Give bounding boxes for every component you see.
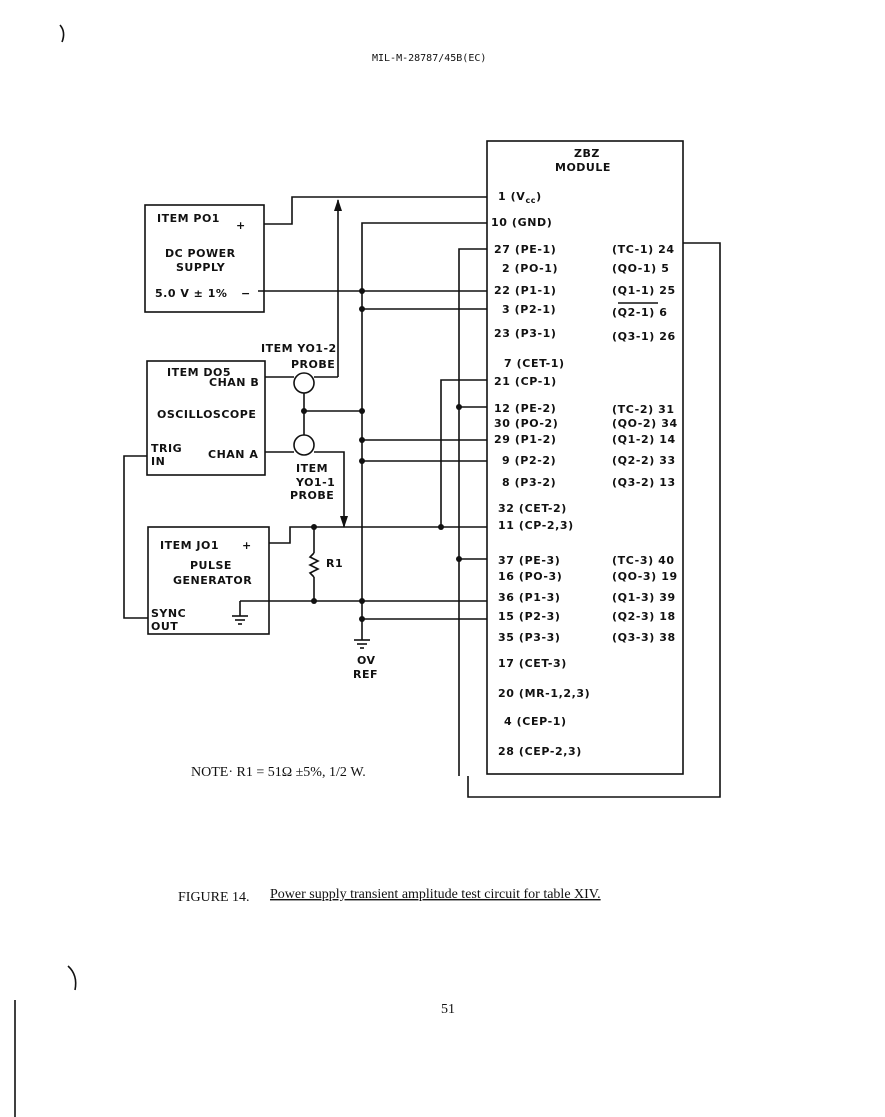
pin-label-left: 20 (MR-1,2,3) xyxy=(498,687,590,700)
pin-gnd: 10 (GND) xyxy=(491,216,552,229)
power-supply-line2: SUPPLY xyxy=(176,261,226,274)
dc-power-supply-box xyxy=(144,204,265,313)
pin-label-left: 36 (P1-3) xyxy=(498,591,561,604)
scan-mark xyxy=(67,965,77,991)
wiring xyxy=(123,196,721,798)
pin-label-right: (QO-1) 5 xyxy=(612,262,669,275)
module-subtitle: MODULE xyxy=(555,161,611,174)
pin-label-right: (QO-3) 19 xyxy=(612,570,678,583)
pin-label-right: (Q3-1) 26 xyxy=(612,330,676,343)
pin-label-left: 8 (P3-2) xyxy=(502,476,556,489)
pin-label-left: 27 (PE-1) xyxy=(494,243,556,256)
power-supply-line1: DC POWER xyxy=(165,247,236,260)
pin-vcc: 1 (Vcc) xyxy=(498,190,542,205)
pin-label-right: (TC-1) 24 xyxy=(612,243,675,256)
figure-caption-text: Power supply transient amplitude test ci… xyxy=(270,887,601,902)
pin-label-left: 2 (PO-1) xyxy=(502,262,558,275)
pin-label-left: 12 (PE-2) xyxy=(494,402,556,415)
oscilloscope-chan-b: CHAN B xyxy=(209,376,259,389)
pin-label-left: 11 (CP-2,3) xyxy=(498,519,574,532)
pin-label-right: (Q2-3) 18 xyxy=(612,610,676,623)
pin-label-left: 3 (P2-1) xyxy=(502,303,556,316)
left-pin-list: 27 (PE-1) 2 (PO-1) 22 (P1-1) 3 (P2-1) 23 (P3… xyxy=(494,243,590,758)
pulse-generator-box xyxy=(147,526,270,635)
pin-label-left: 32 (CET-2) xyxy=(498,502,567,515)
junction-dots xyxy=(301,288,462,622)
probe1-symbol xyxy=(293,434,315,456)
pin-label-left: 4 (CEP-1) xyxy=(504,715,567,728)
ov-ref-line1: OV xyxy=(357,654,376,667)
oscilloscope-chan-a: CHAN A xyxy=(208,448,258,461)
resistor-label: R1 xyxy=(326,557,343,570)
pin-label-left: 21 (CP-1) xyxy=(494,375,557,388)
zbz-module-box xyxy=(486,140,684,775)
oscilloscope-name: OSCILLOSCOPE xyxy=(157,408,256,421)
pin-label-left: 30 (PO-2) xyxy=(494,417,558,430)
power-supply-plus: + xyxy=(236,219,246,232)
ov-ref-line2: REF xyxy=(353,668,378,681)
probe2-symbol xyxy=(293,372,315,394)
oscilloscope-in: IN xyxy=(151,455,165,468)
figure-caption-label: FIGURE 14. xyxy=(178,890,250,905)
pulse-generator-line1: PULSE xyxy=(190,559,232,572)
pin-label-right: (QO-2) 34 xyxy=(612,417,678,430)
document-header: MIL-M-28787/45B(EC) xyxy=(372,53,486,64)
oscilloscope-item: ITEM DO5 xyxy=(167,366,231,379)
pin-label-right: (Q1-2) 14 xyxy=(612,433,676,446)
right-pin-list: (TC-1) 24 (QO-1) 5 (Q1-1) 25 (Q2-1) 6 (Q3-1)… xyxy=(612,243,678,644)
pin-label-right: (Q2-2) 33 xyxy=(612,454,676,467)
pin-label-left: 16 (PO-3) xyxy=(498,570,562,583)
scan-mark xyxy=(59,24,65,43)
pin-label-right: (Q1-3) 39 xyxy=(612,591,676,604)
oscilloscope-box xyxy=(146,360,266,476)
power-supply-voltage: 5.0 V ± 1% xyxy=(155,287,227,300)
oscilloscope-trig: TRIG xyxy=(151,442,182,455)
pulse-generator-out: OUT xyxy=(151,620,178,633)
probe1-label-line3: PROBE xyxy=(290,489,334,502)
pin-label-left: 9 (P2-2) xyxy=(502,454,556,467)
probe1-label-line1: ITEM xyxy=(296,462,328,475)
resistor-note: NOTE· R1 = 51Ω ±5%, 1/2 W. xyxy=(191,765,366,780)
pin-label-left: 17 (CET-3) xyxy=(498,657,567,670)
power-supply-minus: − xyxy=(241,287,251,300)
pin-label-right: (TC-2) 31 xyxy=(612,403,675,416)
pulse-generator-item: ITEM JO1 xyxy=(160,539,219,552)
probe1-label-line2: YO1-1 xyxy=(295,476,335,489)
pin-label-left: 28 (CEP-2,3) xyxy=(498,745,582,758)
pin-label-left: 37 (PE-3) xyxy=(498,554,560,567)
page-number: 51 xyxy=(441,1002,455,1017)
pulse-generator-line2: GENERATOR xyxy=(173,574,252,587)
pin-label-right: (TC-3) 40 xyxy=(612,554,675,567)
probe2-label-line2: PROBE xyxy=(291,358,335,371)
pin-label-left: 29 (P1-2) xyxy=(494,433,557,446)
pin-label-left: 23 (P3-1) xyxy=(494,327,557,340)
pin-label-left: 7 (CET-1) xyxy=(504,357,565,370)
pin-label-right: (Q3-3) 38 xyxy=(612,631,676,644)
pin-label-left: 22 (P1-1) xyxy=(494,284,557,297)
pin-label-left: 15 (P2-3) xyxy=(498,610,561,623)
pulse-generator-plus: + xyxy=(242,539,252,552)
pulse-generator-sync: SYNC xyxy=(151,607,186,620)
module-title: ZBZ xyxy=(574,147,600,160)
power-supply-item: ITEM PO1 xyxy=(157,212,220,225)
probe2-label-line1: ITEM YO1-2 xyxy=(261,342,337,355)
pin-label-right: (Q3-2) 13 xyxy=(612,476,676,489)
pin-label-right: (Q1-1) 25 xyxy=(612,284,676,297)
pin-label-right: (Q2-1) 6 xyxy=(612,306,668,319)
pin-label-left: 35 (P3-3) xyxy=(498,631,561,644)
